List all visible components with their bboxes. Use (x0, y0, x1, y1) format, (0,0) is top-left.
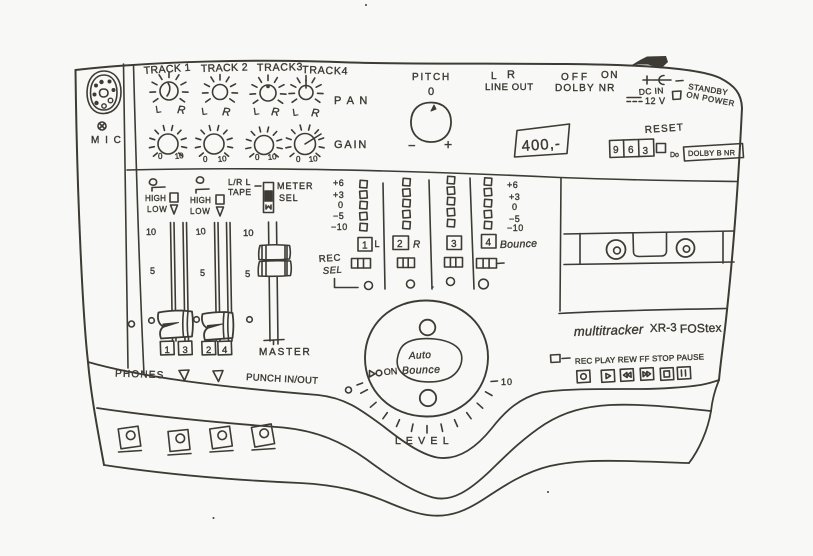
svg-text:1: 1 (362, 241, 368, 252)
svg-text:RESET: RESET (644, 122, 684, 136)
svg-text:TRACK3: TRACK3 (257, 61, 303, 74)
svg-text:−10: −10 (507, 223, 524, 233)
svg-text:METER: METER (277, 181, 314, 191)
svg-text:TRACK4: TRACK4 (302, 64, 349, 78)
svg-text:MASTER: MASTER (259, 347, 311, 358)
svg-text:R: R (222, 106, 231, 119)
svg-text:3: 3 (183, 345, 188, 356)
svg-text:12 V: 12 V (645, 96, 666, 106)
svg-text:0: 0 (338, 200, 344, 210)
svg-text:−5: −5 (509, 214, 520, 224)
svg-text:R: R (177, 104, 186, 117)
svg-text:R: R (413, 240, 420, 251)
svg-text:R: R (507, 69, 515, 81)
svg-text:FOStex: FOStex (680, 321, 722, 336)
svg-text:SEL: SEL (279, 193, 298, 203)
svg-text:L: L (375, 239, 380, 249)
svg-text:+6: +6 (333, 178, 344, 188)
svg-text:PITCH: PITCH (412, 72, 451, 83)
svg-text:10: 10 (243, 228, 254, 239)
svg-text:L: L (201, 106, 208, 118)
svg-text:TRACK 2: TRACK 2 (201, 61, 249, 75)
svg-text:LOW: LOW (190, 207, 211, 216)
svg-text:0: 0 (255, 153, 260, 162)
svg-text:5: 5 (150, 266, 155, 276)
svg-text:L: L (155, 104, 162, 116)
svg-text:M I C: M I C (91, 135, 122, 146)
svg-text:ON: ON (383, 366, 397, 377)
svg-text:+3: +3 (509, 192, 520, 202)
svg-text:10: 10 (217, 154, 227, 164)
svg-text:L: L (253, 106, 260, 118)
svg-text:SEL: SEL (322, 265, 342, 277)
svg-text:10: 10 (308, 154, 318, 164)
svg-text:6: 6 (628, 145, 634, 156)
svg-text:DOLBY NR: DOLBY NR (555, 83, 616, 94)
svg-text:−5: −5 (333, 211, 344, 221)
svg-text:−: − (408, 138, 416, 153)
svg-text:L/R L: L/R L (228, 177, 251, 187)
svg-text:LINE OUT: LINE OUT (485, 82, 534, 93)
svg-text:DC IN: DC IN (638, 85, 664, 97)
svg-text:HIGH: HIGH (145, 194, 166, 203)
svg-text:PUNCH IN/OUT: PUNCH IN/OUT (246, 372, 319, 387)
svg-text:9: 9 (613, 145, 619, 156)
svg-text:10: 10 (267, 152, 277, 162)
svg-text:GAIN: GAIN (334, 139, 368, 151)
svg-text:0: 0 (203, 155, 208, 164)
svg-text:+3: +3 (333, 190, 344, 200)
svg-text:4: 4 (222, 345, 227, 356)
svg-text:0: 0 (428, 86, 434, 98)
svg-text:10: 10 (501, 377, 513, 387)
svg-text:PHONES: PHONES (115, 369, 165, 382)
svg-text:REC: REC (318, 252, 341, 265)
svg-text:3: 3 (643, 146, 649, 157)
svg-text:5: 5 (200, 268, 205, 278)
svg-text:R: R (271, 106, 280, 119)
svg-text:HIGH: HIGH (190, 196, 211, 205)
svg-text:1: 1 (165, 345, 170, 356)
svg-text:TAPE: TAPE (228, 187, 252, 197)
svg-text:3: 3 (451, 239, 457, 250)
svg-text:0: 0 (158, 152, 163, 161)
svg-text:L: L (491, 71, 497, 82)
svg-text:ON: ON (601, 70, 619, 81)
svg-text:2: 2 (397, 239, 403, 250)
svg-text:400,-: 400,- (521, 135, 561, 155)
svg-text:Auto: Auto (408, 350, 432, 362)
svg-text:Bounce: Bounce (500, 238, 538, 251)
svg-text:0: 0 (296, 155, 301, 164)
svg-text:L E V E L: L E V E L (395, 435, 450, 447)
svg-text:+6: +6 (507, 180, 518, 190)
svg-text:P A N: P A N (334, 95, 369, 107)
svg-text:TRACK 1: TRACK 1 (143, 62, 191, 77)
svg-text:10: 10 (174, 151, 184, 161)
svg-text:−10: −10 (331, 222, 348, 232)
svg-text:10: 10 (146, 227, 156, 237)
svg-text:0: 0 (512, 202, 518, 212)
svg-text:5: 5 (245, 269, 250, 280)
svg-text:+: + (444, 136, 452, 152)
svg-text:Bounce: Bounce (402, 364, 441, 377)
svg-text:OFF: OFF (561, 72, 590, 83)
svg-text:2: 2 (206, 345, 211, 356)
svg-text:R: R (311, 107, 320, 120)
svg-text:LOW: LOW (147, 205, 168, 214)
svg-text:L: L (292, 107, 299, 119)
svg-text:4: 4 (486, 238, 492, 249)
svg-text:multitracker: multitracker (574, 322, 645, 339)
svg-text:DOLBY B NR: DOLBY B NR (688, 148, 736, 158)
svg-text:XR-3: XR-3 (650, 322, 677, 335)
svg-text:Dᴏ: Dᴏ (670, 152, 679, 159)
svg-text:10: 10 (195, 226, 206, 237)
